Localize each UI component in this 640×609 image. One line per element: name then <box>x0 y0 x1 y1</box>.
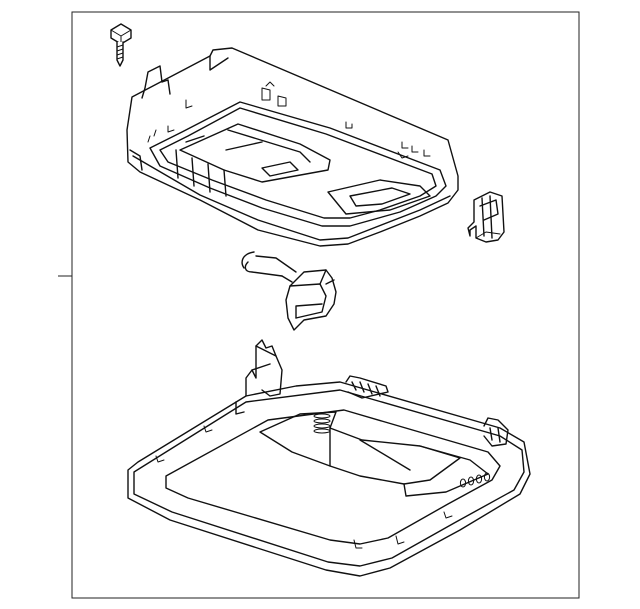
bezel-icon <box>127 339 531 577</box>
diagram-frame <box>71 11 580 599</box>
clip-icon <box>467 191 505 243</box>
connector-icon <box>241 251 337 331</box>
screw-icon <box>110 23 132 67</box>
console-housing-icon <box>126 47 459 247</box>
